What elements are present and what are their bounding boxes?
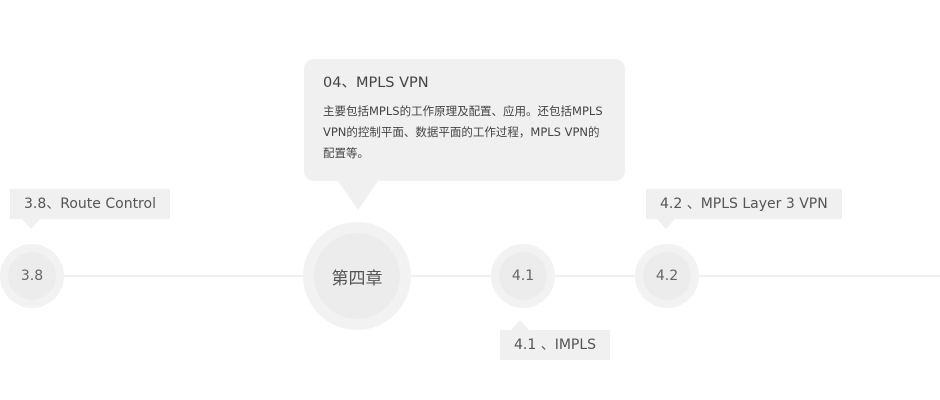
timeline-node-chapter-4-label: 第四章 [314,233,400,319]
timeline-node-4-1-label: 4.1 [499,252,547,300]
timeline-node-4-2[interactable]: 4.2 [635,244,699,308]
tooltip-4-2[interactable]: 4.2 、MPLS Layer 3 VPN [646,189,842,229]
tooltip-4-1-pointer [511,320,529,330]
tooltip-4-2-text: 4.2 、MPLS Layer 3 VPN [660,196,828,212]
timeline-node-3-8-label: 3.8 [8,252,56,300]
chapter-description-card: 04、MPLS VPN 主要包括MPLS的工作原理及配置、应用。还包括MPLS … [304,59,625,210]
tooltip-3-8-pointer [22,219,40,229]
timeline-node-4-1[interactable]: 4.1 [491,244,555,308]
timeline-node-4-2-label: 4.2 [643,252,691,300]
timeline-line [0,275,940,277]
tooltip-4-1-text: 4.1 、IMPLS [514,337,597,353]
timeline-node-chapter-4[interactable]: 第四章 [303,222,411,330]
tooltip-3-8-text: 3.8、Route Control [24,196,156,212]
tooltip-4-2-pointer [657,219,675,229]
timeline-node-3-8[interactable]: 3.8 [0,244,64,308]
card-pointer [338,181,378,210]
tooltip-4-1[interactable]: 4.1 、IMPLS [500,320,611,360]
card-title: 04、MPLS VPN [323,75,429,91]
tooltip-3-8[interactable]: 3.8、Route Control [10,189,170,229]
card-body: 主要包括MPLS的工作原理及配置、应用。还包括MPLS VPN的控制平面、数据平… [323,104,603,160]
